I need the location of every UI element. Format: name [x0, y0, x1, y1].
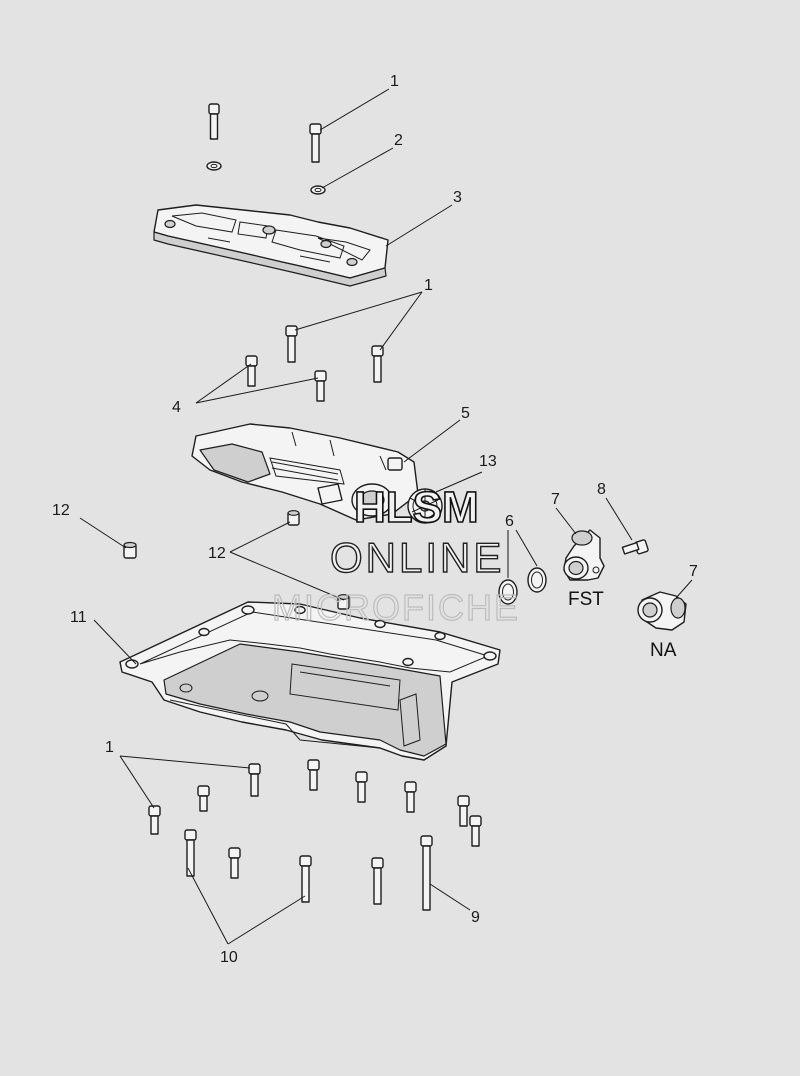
dowel-left [123, 541, 137, 559]
bolt-mid-1 [285, 325, 298, 363]
bolt-bottom-b [307, 759, 320, 791]
callout-9: 9 [471, 909, 480, 926]
callout-13: 13 [479, 453, 497, 470]
bolt-bottom-e [197, 785, 210, 812]
callout-1-top: 1 [390, 73, 399, 90]
long-bolt-9 [420, 835, 433, 911]
watermark-line-1: HLSM [354, 483, 479, 532]
callout-2: 2 [394, 132, 403, 149]
dowel-mid-top [287, 510, 300, 526]
callout-5: 5 [461, 405, 470, 422]
o-ring-1 [498, 579, 518, 605]
drive-gear [407, 488, 443, 524]
callout-4: 4 [172, 399, 181, 416]
washer-top-right [310, 185, 326, 195]
elbow-fitting-na [637, 591, 687, 631]
callout-12-mid: 12 [208, 545, 226, 562]
variant-label-fst: FST [568, 589, 604, 610]
callout-7-fst: 7 [551, 491, 560, 508]
bolt-bottom-d [404, 781, 417, 813]
callout-1-bottom: 1 [105, 739, 114, 756]
bolt-top-right [309, 123, 322, 163]
callout-7-na: 7 [689, 563, 698, 580]
oil-pan [119, 601, 501, 761]
callout-10: 10 [220, 949, 238, 966]
bolt-mid-2 [371, 345, 384, 383]
bolt-bottom-c [355, 771, 368, 803]
callout-12-left: 12 [52, 502, 70, 519]
bolt-top-left [208, 103, 220, 140]
callout-11: 11 [70, 609, 87, 626]
callout-6: 6 [505, 513, 514, 530]
bolt-bottom-h [148, 805, 161, 835]
bolt-bottom-f [457, 795, 470, 827]
bolt-bottom-i [228, 847, 241, 879]
oil-pump-body [191, 423, 419, 521]
baffle-cover-plate [153, 204, 389, 287]
bolt-fitting [621, 539, 649, 555]
bolt-bottom-j [371, 857, 384, 905]
long-bolt-10a [184, 829, 197, 877]
bolt-mid-3 [245, 355, 258, 387]
bolt-bottom-g [469, 815, 482, 847]
elbow-fitting-fst [563, 529, 605, 581]
bolt-mid-4 [314, 370, 327, 402]
leader-lines [79, 88, 693, 945]
watermark-line-3: MICROFICHE [272, 587, 520, 628]
long-bolt-10b [299, 855, 312, 903]
callout-3: 3 [453, 189, 462, 206]
watermark-line-2: ONLINE [330, 534, 504, 581]
callout-8: 8 [597, 481, 606, 498]
washer-top-left [206, 161, 222, 171]
o-ring-2 [527, 567, 547, 593]
variant-label-na: NA [650, 640, 677, 661]
callout-1-mid: 1 [424, 277, 433, 294]
bolt-bottom-a [248, 763, 261, 797]
